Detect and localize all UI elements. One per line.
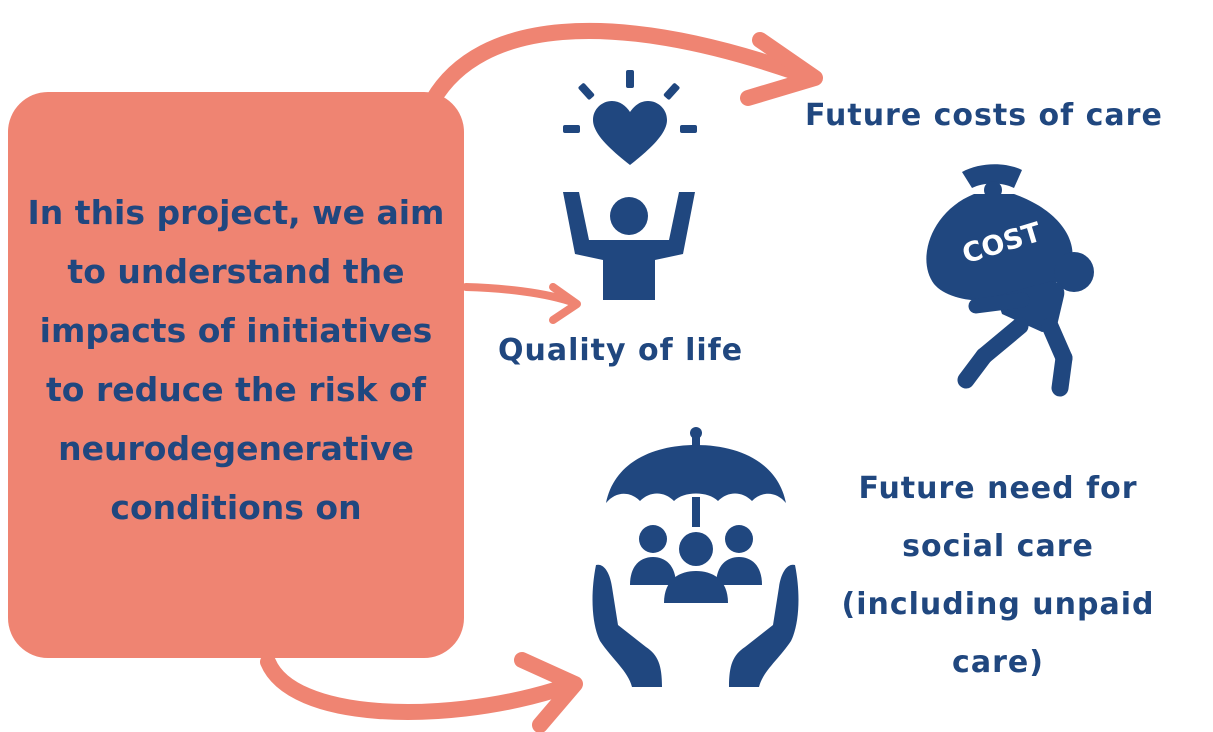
hands-umbrella-family-icon [592, 427, 799, 687]
person-carrying-cost-bag-icon: COST [926, 164, 1094, 397]
arrow-to-social-care [260, 654, 563, 720]
arrowhead-future-costs [740, 32, 823, 106]
future-costs-label: Future costs of care [805, 98, 1163, 133]
project-aim-text: In this project, we aim to understand th… [27, 193, 445, 527]
project-aim-box: In this project, we aim to understand th… [8, 92, 464, 658]
arrowhead-quality-of-life [549, 283, 581, 324]
arrowhead-social-care [514, 652, 583, 732]
quality-of-life-label: Quality of life [498, 333, 744, 368]
social-care-label: Future need for social care (including u… [841, 471, 1155, 680]
person-with-heart-icon [563, 70, 697, 300]
arrow-to-future-costs [425, 22, 803, 108]
